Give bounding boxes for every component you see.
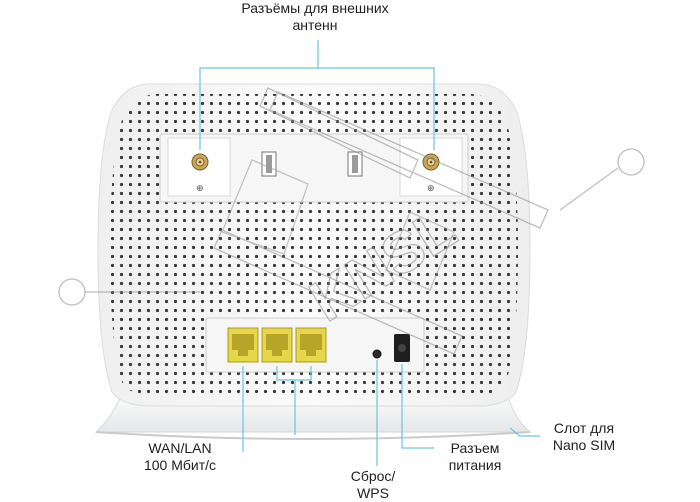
callout-label-power: Разъем питания [432, 440, 518, 474]
callout-lines [199, 40, 540, 466]
callout-line-power [401, 364, 434, 449]
callout-label-reset-wps: Сброс/ WPS [334, 468, 412, 502]
callout-power-line2: питания [448, 457, 502, 473]
callout-antenna-line1: Разъёмы для внешних [241, 0, 389, 16]
screw-icon-right: ⊕ [427, 184, 435, 194]
callout-power-line1: Разъем [450, 440, 500, 456]
antenna-connector-left [191, 153, 209, 171]
ethernet-port-3 [295, 327, 327, 363]
callout-label-sim: Слот для Nano SIM [536, 420, 632, 454]
callout-line-antenna [199, 67, 435, 150]
screw-icon-left: ⊕ [196, 184, 204, 194]
ethernet-port-1 [227, 327, 259, 363]
callout-reset-line2: WPS [357, 485, 389, 501]
callout-wan-line2: 100 Мбит/с [143, 457, 217, 473]
callout-sim-line2: Nano SIM [552, 437, 616, 453]
callout-label-antenna: Разъёмы для внешних антенн [230, 0, 400, 34]
mount-slot-left-inner [266, 155, 272, 173]
reset-button [372, 349, 382, 359]
stand-shadow [95, 431, 531, 440]
callout-label-wan-lan: WAN/LAN 100 Мбит/с [120, 440, 240, 474]
callout-antenna-line2: антенн [292, 17, 338, 33]
watermark-stamp [58, 87, 645, 355]
callout-reset-line1: Сброс/ [350, 468, 396, 484]
power-jack-pin [398, 344, 406, 352]
callout-wan-line1: WAN/LAN [148, 440, 212, 456]
ethernet-port-2 [261, 327, 293, 363]
callout-line-lan [276, 366, 312, 381]
callout-line-sim [509, 427, 540, 437]
callout-sim-line1: Слот для [553, 420, 615, 436]
antenna-panel [159, 133, 469, 203]
mount-slot-right-inner [352, 155, 358, 173]
